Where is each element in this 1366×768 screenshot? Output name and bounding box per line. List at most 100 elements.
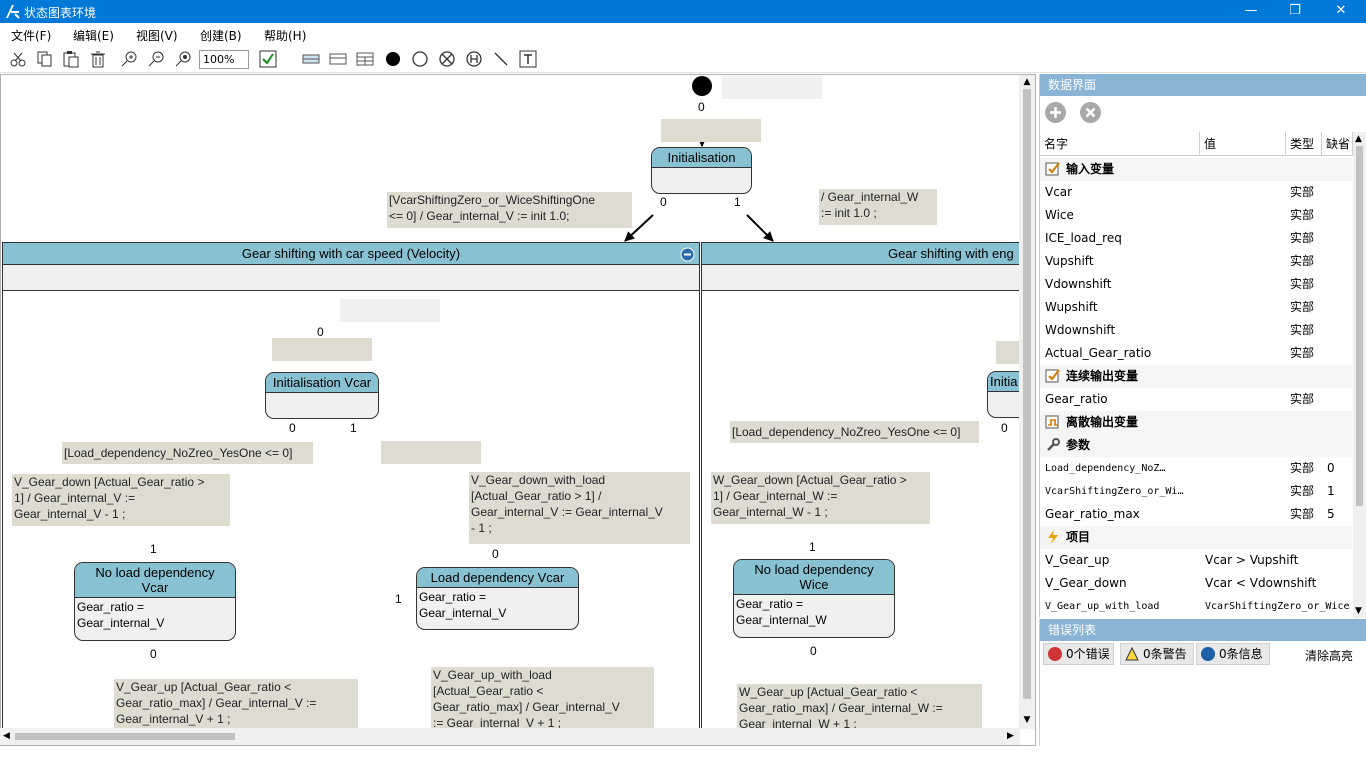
menu-file[interactable]: 文件(F) [11, 29, 52, 43]
transition-init-w[interactable] [746, 214, 774, 242]
transition-init-v[interactable] [624, 214, 654, 242]
warnings-button[interactable]: 0条警告 [1120, 643, 1194, 665]
menu-edit[interactable]: 编辑(E) [73, 29, 114, 43]
horizontal-scroll-thumb[interactable] [15, 733, 235, 740]
text-icon[interactable] [519, 50, 537, 68]
state-body: Gear_ratio = Gear_internal_W [736, 597, 827, 627]
col-header-value[interactable]: 值 [1200, 132, 1286, 156]
transition-label[interactable]: W_Gear_down [Actual_Gear_ratio > 1] / Ge… [711, 472, 930, 524]
diagram-canvas[interactable]: 0 Initialisation 0 1 [VcarShiftingZero_o… [0, 74, 1036, 746]
col-header-type[interactable]: 类型 [1286, 132, 1322, 156]
menu-view[interactable]: 视图(V) [136, 29, 178, 43]
zoom-out-icon[interactable] [148, 50, 166, 68]
col-header-default[interactable]: 缺省 [1322, 132, 1353, 156]
transition-label[interactable]: [VcarShiftingZero_or_WiceShiftingOne <= … [387, 192, 632, 228]
remove-icon[interactable] [1079, 101, 1102, 124]
paste-icon[interactable] [62, 50, 80, 68]
restore-button[interactable]: ❐ [1289, 3, 1301, 18]
info-button[interactable]: 0条信息 [1196, 643, 1270, 665]
cell-value: VcarShiftingZero_or_Wice… [1205, 601, 1350, 612]
zoom-input[interactable] [199, 50, 249, 69]
transition-number: 0 [289, 421, 296, 435]
initial-state-icon[interactable] [384, 50, 402, 68]
horizontal-scrollbar[interactable]: ◀ ▶ [0, 728, 1020, 745]
state-load-vcar[interactable]: Load dependency Vcar Gear_ratio = Gear_i… [416, 567, 579, 630]
transition-number: 1 [150, 542, 157, 556]
minimize-button[interactable]: — [1244, 3, 1258, 18]
transition-label[interactable]: V_Gear_down_with_load [Actual_Gear_ratio… [469, 472, 690, 544]
state-no-load-vcar[interactable]: No load dependency Vcar Gear_ratio = Gea… [74, 562, 236, 641]
transition-label[interactable]: / Gear_internal_W := init 1.0 ; [819, 189, 937, 225]
group-header[interactable]: 项目 [1040, 526, 1352, 549]
scroll-left-icon[interactable]: ◀ [3, 731, 10, 741]
transition-icon[interactable] [492, 50, 510, 68]
group-header[interactable]: 连续输出变量 [1040, 365, 1352, 388]
state-initialisation[interactable]: Initialisation [651, 147, 752, 194]
group-header[interactable]: 输入变量 [1040, 158, 1352, 181]
transition-label[interactable]: [Load_dependency_NoZreo_YesOne <= 0] [62, 442, 313, 464]
transition-label[interactable]: V_Gear_down [Actual_Gear_ratio > 1] / Ge… [12, 474, 230, 526]
cell-name: Wice [1045, 208, 1074, 222]
zoom-in-icon[interactable] [121, 50, 139, 68]
menu-help[interactable]: 帮助(H) [264, 29, 307, 43]
parallel-state-icon[interactable] [356, 50, 374, 68]
history-icon[interactable] [465, 50, 483, 68]
scroll-up-icon[interactable]: ▲ [1355, 134, 1362, 144]
zoom-fit-icon[interactable] [175, 50, 193, 68]
transition-number: 1 [395, 592, 402, 606]
col-header-name[interactable]: 名字 [1040, 132, 1200, 156]
clear-highlight-button[interactable]: 清除高亮 [1305, 649, 1354, 663]
menu-bar: 文件(F) 编辑(E) 视图(V) 创建(B) 帮助(H) [0, 23, 1366, 45]
cell-name: ICE_load_req [1045, 231, 1122, 245]
error-panel: 错误列表 0个错误 0条警告 0条信息 清除高亮 [1039, 619, 1366, 746]
transition-label[interactable]: [Load_dependency_NoZreo_YesOne <= 0] [730, 421, 979, 443]
data-scroll-thumb[interactable] [1356, 146, 1363, 506]
cell-type: 实部 [1290, 346, 1315, 360]
cell-value: Vcar > Vupshift [1205, 553, 1299, 567]
cut-icon[interactable] [9, 50, 27, 68]
scroll-down-icon[interactable]: ▼ [1355, 606, 1362, 616]
menu-create[interactable]: 创建(B) [200, 29, 242, 43]
vertical-scroll-thumb[interactable] [1023, 89, 1031, 699]
errors-button[interactable]: 0个错误 [1043, 643, 1114, 665]
region-title: Gear shifting with eng [702, 243, 1035, 265]
state-icon[interactable] [329, 50, 347, 68]
state-title: Initialisation [652, 148, 751, 168]
vertical-scrollbar[interactable]: ▲ ▼ [1019, 75, 1035, 729]
group-header[interactable]: 参数 [1040, 434, 1352, 457]
scroll-right-icon[interactable]: ▶ [1007, 731, 1014, 741]
scroll-up-icon[interactable]: ▲ [1023, 77, 1031, 87]
transition-label[interactable]: V_Gear_up [Actual_Gear_ratio < Gear_rati… [114, 679, 358, 735]
group-header[interactable]: 离散输出变量 [1040, 411, 1352, 434]
initial-node[interactable] [692, 76, 712, 96]
delete-icon[interactable] [89, 50, 107, 68]
final-state-icon[interactable] [411, 50, 429, 68]
state-no-load-wice[interactable]: No load dependency Wice Gear_ratio = Gea… [733, 559, 895, 638]
collapse-icon[interactable] [680, 247, 695, 262]
state-initialisation-vcar[interactable]: Initialisation Vcar [265, 372, 379, 419]
copy-icon[interactable] [36, 50, 54, 68]
region-icon[interactable] [302, 50, 320, 68]
terminate-icon[interactable] [438, 50, 456, 68]
close-button[interactable]: ✕ [1335, 3, 1347, 18]
transition-label[interactable]: V_Gear_up_with_load [Actual_Gear_ratio <… [431, 667, 654, 737]
add-icon[interactable] [1044, 101, 1067, 124]
data-panel-scrollbar[interactable]: ▲ ▼ [1353, 132, 1366, 618]
scroll-down-icon[interactable]: ▼ [1023, 715, 1031, 725]
check-icon[interactable] [259, 50, 277, 68]
